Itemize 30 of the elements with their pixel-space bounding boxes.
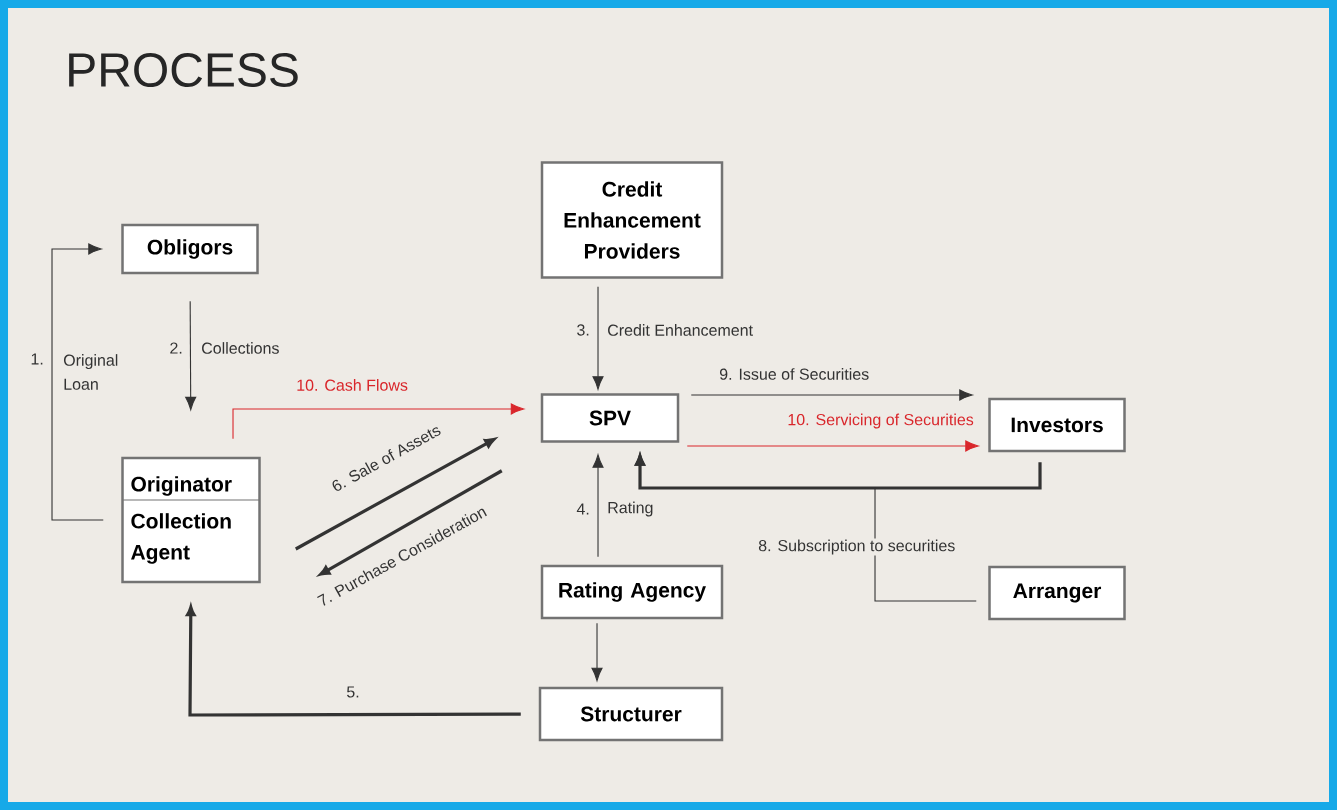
process-box: Structurer <box>538 686 724 742</box>
edge-label: Original Loan <box>63 354 118 390</box>
step-number: 2. <box>170 342 182 354</box>
edge-label: Credit Enhancement <box>608 324 753 336</box>
title: PROCESS <box>69 53 298 87</box>
process-box: Credit Enhancement Providers <box>540 161 724 279</box>
step-number: 1. <box>31 353 43 365</box>
process-box: Arranger <box>988 565 1126 621</box>
arrow <box>185 300 197 411</box>
process-box: SPV <box>540 393 680 443</box>
edge-label: Collections <box>202 342 279 354</box>
edge-label: 10. Cash Flows <box>297 379 408 391</box>
process-box: Obligors <box>121 223 259 275</box>
arrow <box>591 622 603 682</box>
edge-label: Rating <box>608 501 653 517</box>
arrow <box>634 452 977 602</box>
edge-label: 9. Issue of Securities <box>719 368 869 380</box>
step-number: 4. <box>576 503 589 515</box>
arrow <box>690 389 973 401</box>
arrow <box>51 243 104 521</box>
process-box: Originator Collection Agent <box>121 456 261 584</box>
arrow <box>686 440 979 452</box>
arrow <box>232 403 525 440</box>
step-number: 3. <box>577 324 589 336</box>
process-box: Rating Agency <box>540 564 724 620</box>
edge-label: 5. <box>347 686 359 698</box>
arrow <box>592 286 604 390</box>
process-box: Investors <box>988 397 1126 453</box>
edge-label: 10. Servicing of Securities <box>788 413 974 429</box>
arrow <box>592 454 604 558</box>
